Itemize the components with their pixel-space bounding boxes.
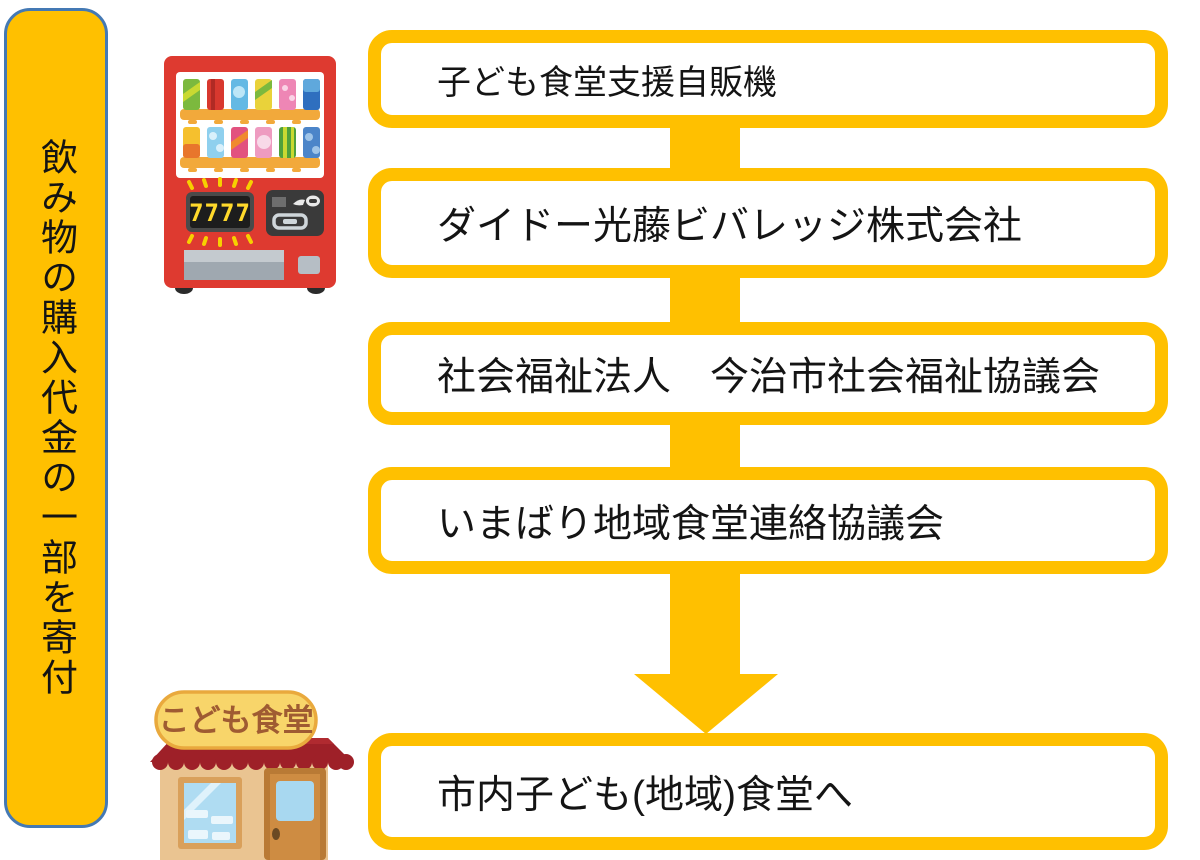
flow-box-welfare-council: 社会福祉法人 今治市社会福祉協議会 bbox=[368, 322, 1168, 425]
flow-connector-1 bbox=[670, 116, 740, 180]
flow-connector-4 bbox=[670, 568, 740, 676]
flow-box-label: 市内子ども(地域)食堂へ bbox=[437, 773, 853, 817]
donation-note-bar: 飲み物の購入代金の一部を寄付 bbox=[4, 8, 108, 828]
flow-connector-3 bbox=[670, 413, 740, 479]
flow-box-beverage-company: ダイドー光藤ビバレッジ株式会社 bbox=[368, 168, 1168, 278]
donation-note-text: 飲み物の購入代金の一部を寄付 bbox=[35, 138, 77, 698]
children-cafeteria-storefront-icon: こども食堂 bbox=[150, 690, 354, 860]
flow-box-liaison-council: いまばり地域食堂連絡協議会 bbox=[368, 467, 1168, 574]
flow-box-vending-machine: 子ども食堂支援自販機 bbox=[368, 30, 1168, 128]
flow-box-label: ダイドー光藤ビバレッジ株式会社 bbox=[437, 205, 1023, 248]
flow-box-city-cafeterias: 市内子ども(地域)食堂へ bbox=[368, 733, 1168, 850]
flow-box-label: いまばり地域食堂連絡協議会 bbox=[437, 502, 945, 546]
cafeteria-sign-text: こども食堂 bbox=[159, 703, 314, 738]
flow-box-label: 社会福祉法人 今治市社会福祉協議会 bbox=[437, 355, 1101, 399]
vm-display-digits: 7777 bbox=[189, 199, 251, 227]
flow-box-label: 子ども食堂支援自販機 bbox=[437, 63, 777, 102]
vending-machine-icon: 7777 bbox=[164, 56, 336, 294]
flow-connector-2 bbox=[670, 268, 740, 334]
down-arrow-icon bbox=[634, 674, 778, 734]
